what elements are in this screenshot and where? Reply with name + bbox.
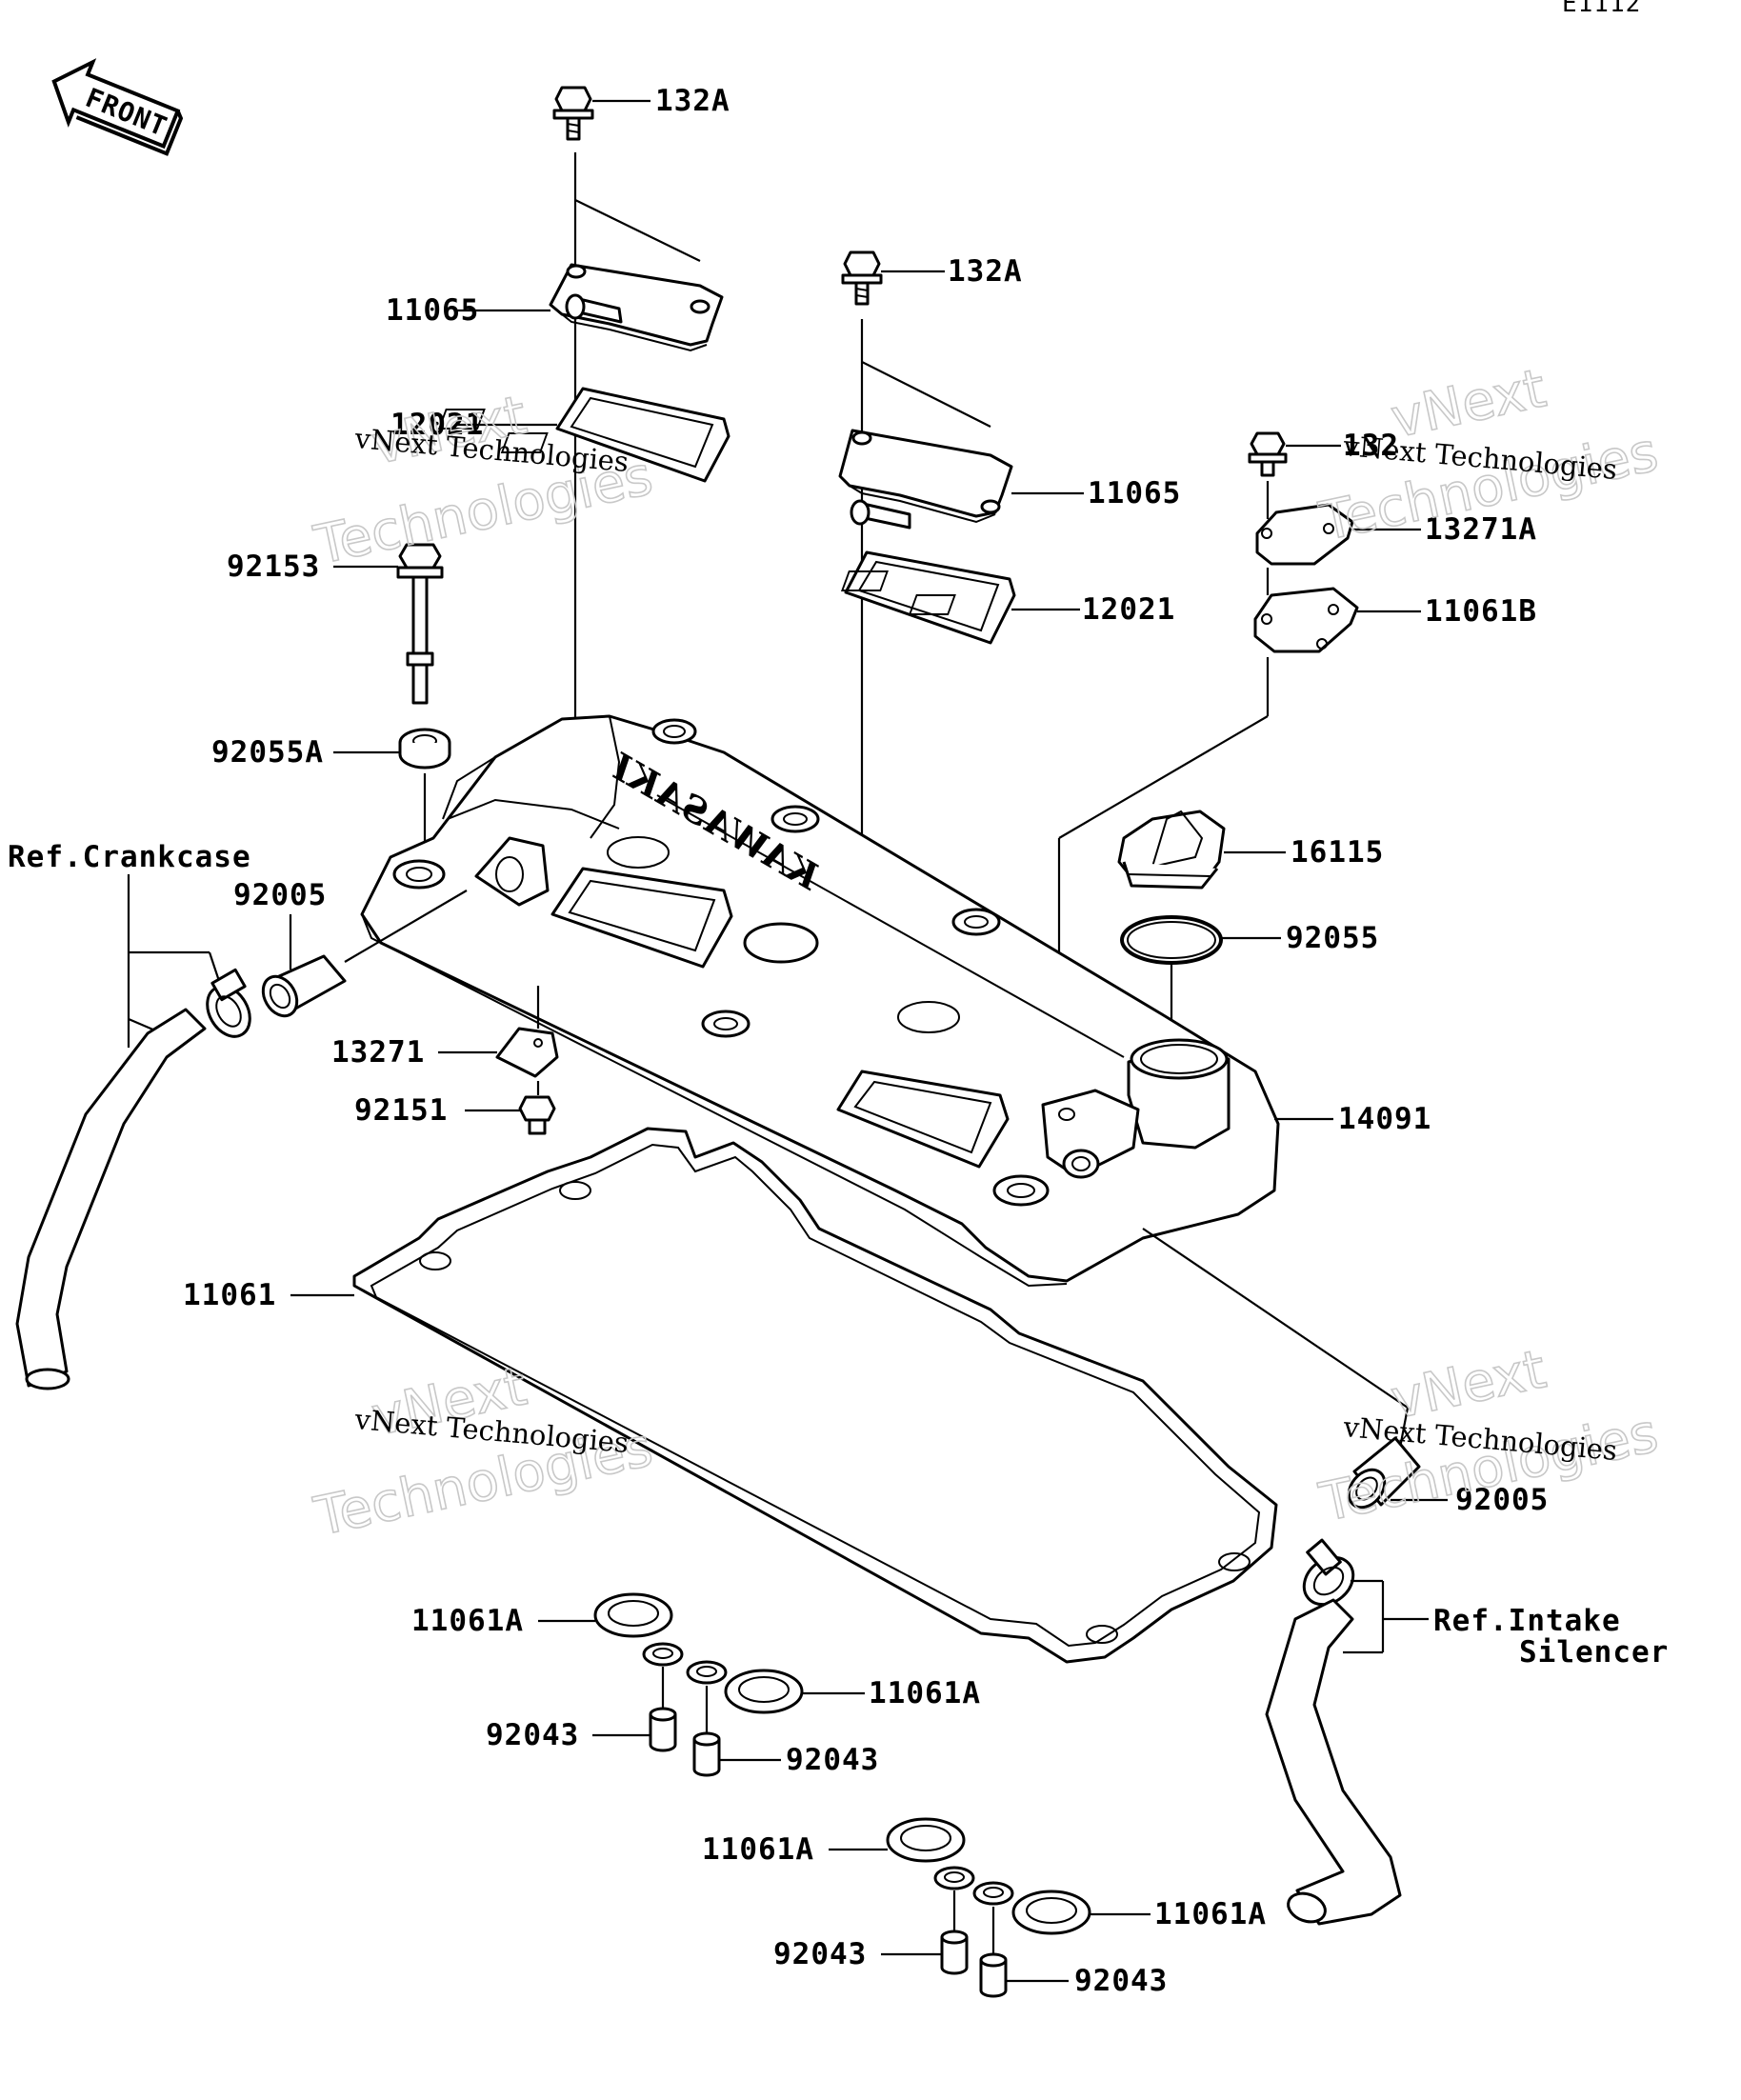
fitting-92005-left bbox=[261, 954, 347, 1018]
label-92043-2: 92043 bbox=[786, 1743, 879, 1777]
seal-11061a-1 bbox=[593, 1592, 673, 1638]
label-132a-right: 132A bbox=[948, 254, 1023, 289]
label-11061a-4: 11061A bbox=[1154, 1897, 1267, 1931]
label-92005-left: 92005 bbox=[233, 878, 327, 912]
label-ref-crankcase: Ref.Crankcase bbox=[8, 840, 251, 874]
label-92055: 92055 bbox=[1286, 921, 1379, 955]
label-132a-left: 132A bbox=[655, 84, 730, 118]
hose-right bbox=[1265, 1598, 1402, 1926]
breather-gasket-left bbox=[437, 387, 730, 483]
hose-clamp-left bbox=[206, 968, 251, 1038]
cylinder-head-cover-14091: KAWASAKI bbox=[360, 714, 1280, 1288]
seal-11061a-2 bbox=[724, 1669, 804, 1714]
gasket-11061 bbox=[352, 1127, 1278, 1664]
collar-92043-2 bbox=[692, 1731, 721, 1777]
label-12021-right: 12021 bbox=[1082, 592, 1175, 627]
collar-92043-3 bbox=[940, 1930, 969, 1975]
washer-small-2 bbox=[686, 1660, 728, 1685]
label-92151: 92151 bbox=[354, 1093, 448, 1128]
seal-11061a-3 bbox=[886, 1817, 966, 1863]
gasket-11061b bbox=[1253, 587, 1359, 653]
label-11061a-2: 11061A bbox=[869, 1676, 981, 1710]
label-11065-right: 11065 bbox=[1088, 476, 1181, 510]
label-11061a-3: 11061A bbox=[702, 1832, 814, 1867]
label-11065-left: 11065 bbox=[386, 293, 479, 328]
bolt-92153 bbox=[396, 543, 444, 705]
breather-cover-left bbox=[549, 263, 724, 352]
oil-cap-16115 bbox=[1117, 810, 1226, 890]
label-ref-intake-1: Ref.Intake bbox=[1433, 1604, 1621, 1638]
seal-11061a-4 bbox=[1011, 1890, 1091, 1935]
washer-small-3 bbox=[933, 1866, 975, 1890]
label-14091: 14091 bbox=[1338, 1102, 1431, 1136]
collar-92043-1 bbox=[649, 1707, 677, 1752]
label-92043-4: 92043 bbox=[1074, 1964, 1168, 1998]
washer-small-1 bbox=[642, 1642, 684, 1667]
label-16115: 16115 bbox=[1291, 835, 1384, 870]
label-ref-intake-2: Silencer bbox=[1519, 1635, 1669, 1670]
fitting-92005-right bbox=[1347, 1436, 1421, 1510]
label-92153: 92153 bbox=[227, 550, 320, 584]
label-92055a: 92055A bbox=[211, 735, 324, 770]
plate-13271a bbox=[1255, 503, 1354, 566]
label-132: 132 bbox=[1343, 429, 1399, 463]
label-92043-3: 92043 bbox=[773, 1937, 867, 1971]
breather-cover-right bbox=[838, 429, 1013, 530]
grommet-92055a bbox=[398, 728, 451, 770]
label-92043-1: 92043 bbox=[486, 1718, 579, 1752]
label-11061b: 11061B bbox=[1425, 594, 1537, 629]
label-12021-left: 12021 bbox=[390, 408, 484, 442]
breather-gasket-right bbox=[840, 550, 1016, 645]
label-11061a-1: 11061A bbox=[411, 1604, 524, 1638]
bolt-132a-right bbox=[841, 250, 883, 306]
bolt-132a-left bbox=[552, 86, 594, 141]
bolt-132 bbox=[1248, 431, 1288, 477]
label-11061: 11061 bbox=[183, 1278, 276, 1312]
plate-13271 bbox=[495, 1027, 559, 1078]
diagram-id: E1112 bbox=[1562, 0, 1641, 18]
collar-92043-4 bbox=[979, 1952, 1008, 1998]
label-13271a: 13271A bbox=[1425, 512, 1537, 547]
label-92005-right: 92005 bbox=[1455, 1483, 1549, 1517]
hose-left bbox=[15, 1008, 207, 1390]
front-arrow-icon: FRONT bbox=[51, 58, 184, 156]
oring-92055 bbox=[1120, 915, 1223, 965]
label-13271: 13271 bbox=[331, 1035, 425, 1070]
hose-clamp-right bbox=[1302, 1538, 1355, 1607]
bolt-92151 bbox=[518, 1095, 556, 1135]
washer-small-4 bbox=[972, 1881, 1014, 1906]
